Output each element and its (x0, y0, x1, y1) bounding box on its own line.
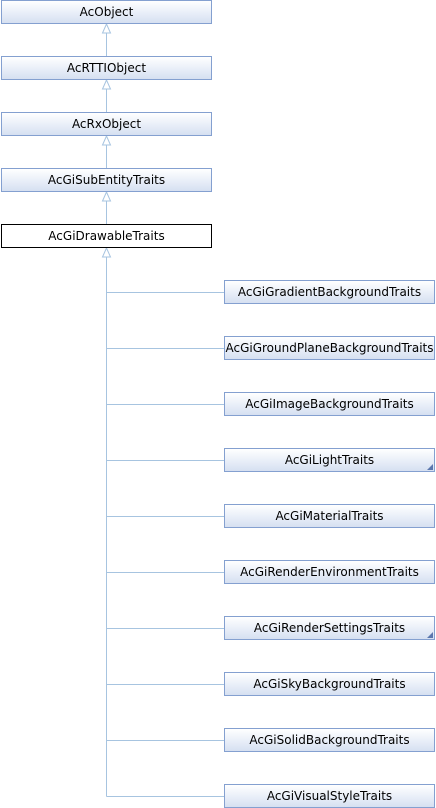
inheritance-arrow-icon (101, 22, 112, 34)
class-node-acgidrawabletraits: AcGiDrawableTraits (1, 224, 212, 248)
class-node-acgirendersettingstraits[interactable]: AcGiRenderSettingsTraits (224, 616, 435, 640)
class-node-acgivisualstyletraits[interactable]: AcGiVisualStyleTraits (224, 784, 435, 808)
class-node-acgisolidbackgroundtraits[interactable]: AcGiSolidBackgroundTraits (224, 728, 435, 752)
class-node-label: AcGiImageBackgroundTraits (245, 397, 414, 411)
class-node-label: AcGiRenderSettingsTraits (253, 621, 406, 635)
class-node-label: AcGiGroundPlaneBackgroundTraits (225, 341, 434, 355)
class-node-acgigroundplanebackgroundtraits[interactable]: AcGiGroundPlaneBackgroundTraits (224, 336, 435, 360)
class-node-acgiskybackgroundtraits[interactable]: AcGiSkyBackgroundTraits (224, 672, 435, 696)
class-node-label: AcGiLightTraits (284, 453, 375, 467)
class-node-acgirenderenvironmenttraits[interactable]: AcGiRenderEnvironmentTraits (224, 560, 435, 584)
inheritance-arrow-icon (101, 78, 112, 90)
class-node-acrttiobject[interactable]: AcRTTIObject (1, 56, 212, 80)
inheritance-arrow-icon (101, 134, 112, 146)
inheritance-arrow-icon (101, 190, 112, 202)
class-node-acgigradientbackgroundtraits[interactable]: AcGiGradientBackgroundTraits (224, 280, 435, 304)
class-node-label: AcRTTIObject (66, 61, 147, 75)
class-node-label: AcGiSolidBackgroundTraits (249, 733, 410, 747)
class-node-label: AcGiRenderEnvironmentTraits (240, 565, 419, 579)
class-node-acgiimagebackgroundtraits[interactable]: AcGiImageBackgroundTraits (224, 392, 435, 416)
class-node-acgimaterialtraits[interactable]: AcGiMaterialTraits (224, 504, 435, 528)
more-derived-indicator-icon (427, 464, 433, 470)
class-node-acgilighttraits[interactable]: AcGiLightTraits (224, 448, 435, 472)
class-node-label: AcRxObject (71, 117, 142, 131)
more-derived-indicator-icon (427, 632, 433, 638)
class-node-acobject[interactable]: AcObject (1, 0, 212, 24)
class-node-acgisubentitytraits[interactable]: AcGiSubEntityTraits (1, 168, 212, 192)
class-node-label: AcGiVisualStyleTraits (266, 789, 393, 803)
inheritance-arrow-icon (101, 246, 112, 258)
class-node-acrxobject[interactable]: AcRxObject (1, 112, 212, 136)
class-node-label: AcGiSubEntityTraits (47, 173, 166, 187)
class-node-label: AcObject (79, 5, 134, 19)
class-node-label: AcGiGradientBackgroundTraits (237, 285, 422, 299)
class-node-label: AcGiDrawableTraits (48, 229, 165, 243)
class-node-label: AcGiMaterialTraits (275, 509, 384, 523)
class-node-label: AcGiSkyBackgroundTraits (253, 677, 406, 691)
